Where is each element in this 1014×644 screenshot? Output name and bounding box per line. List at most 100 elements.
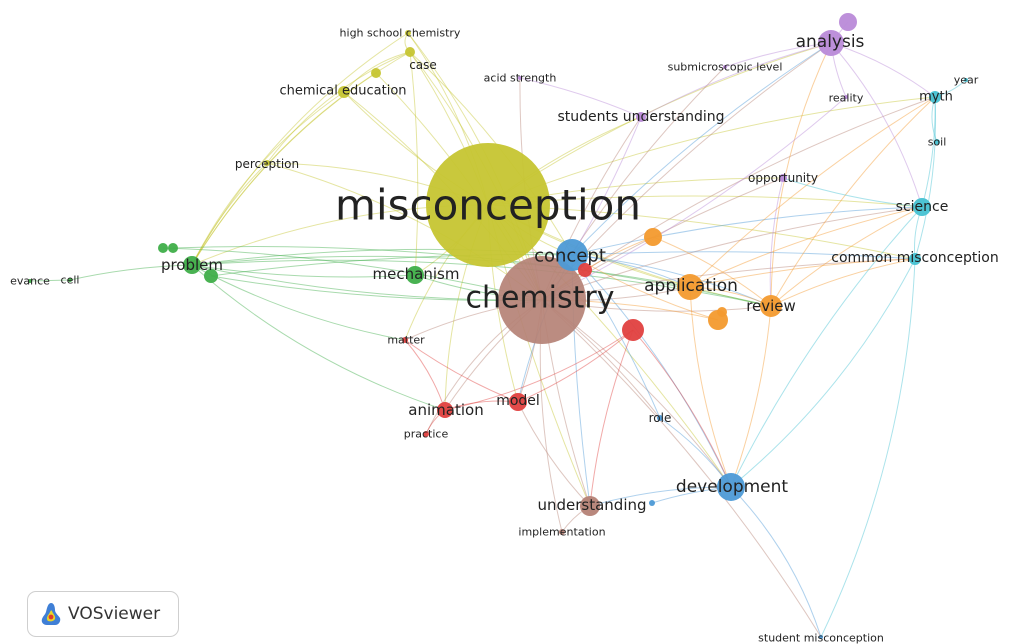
link-unlabeled-green-1-chemistry	[162, 247, 543, 301]
node-unlabeled-purple-1[interactable]	[839, 13, 857, 31]
label-mechanism[interactable]: mechanism	[373, 265, 460, 283]
node-chemical-education[interactable]	[338, 86, 350, 98]
node-high-school-chemistry[interactable]	[405, 30, 411, 36]
node-implementation[interactable]	[559, 529, 565, 535]
link-application-common-misconception	[689, 258, 916, 288]
link-chemistry-myth	[541, 96, 936, 301]
node-cell[interactable]	[68, 278, 72, 282]
link-science-development	[730, 206, 923, 488]
node-perception[interactable]	[264, 160, 270, 166]
label-application[interactable]: application	[644, 276, 738, 296]
node-students-understanding[interactable]	[636, 112, 646, 122]
label-review[interactable]: review	[746, 297, 796, 315]
node-year[interactable]	[964, 78, 968, 82]
node-reality[interactable]	[844, 95, 848, 99]
vosviewer-logo-text: VOSviewer	[68, 604, 161, 624]
link-analysis-students-understanding	[640, 42, 832, 118]
node-application[interactable]	[677, 274, 703, 300]
node-problem[interactable]	[183, 256, 201, 274]
link-myth-science	[921, 96, 936, 208]
link-problem-chemistry	[191, 264, 543, 301]
link-unlabeled-red-1-animation	[444, 329, 634, 411]
node-unlabeled-orange-3[interactable]	[717, 307, 727, 317]
label-perception[interactable]: perception	[235, 157, 299, 171]
node-submicroscopic-level[interactable]	[723, 65, 727, 69]
label-myth[interactable]: myth	[919, 90, 953, 105]
node-chemistry[interactable]	[498, 256, 586, 344]
node-matter[interactable]	[402, 337, 408, 343]
label-problem[interactable]: problem	[161, 256, 223, 274]
node-student-misconception[interactable]	[819, 635, 823, 639]
node-relevance[interactable]	[28, 279, 32, 283]
label-analysis[interactable]: analysis	[796, 32, 865, 52]
label-animation[interactable]: animation	[408, 401, 483, 419]
node-unlabeled-green-1[interactable]	[158, 243, 168, 253]
label-role[interactable]: role	[649, 411, 672, 425]
label-practice[interactable]: practice	[404, 428, 449, 441]
link-review-common-misconception	[770, 258, 916, 307]
node-unlabeled-green-3[interactable]	[204, 269, 218, 283]
link-concept-development	[571, 254, 732, 488]
label-submicroscopic-level[interactable]: submicroscopic level	[668, 61, 783, 74]
link-review-myth	[770, 96, 936, 307]
node-mechanism[interactable]	[406, 266, 424, 284]
link-unlabeled-red-1-model	[517, 329, 634, 403]
label-implementation[interactable]: implementation	[518, 526, 605, 539]
link-problem-animation	[191, 264, 446, 411]
label-matter[interactable]: matter	[387, 334, 425, 347]
node-unlabeled-green-2[interactable]	[168, 243, 178, 253]
node-practice[interactable]	[423, 431, 429, 437]
node-case[interactable]	[405, 47, 415, 57]
label-soil[interactable]: soil	[928, 136, 947, 149]
label-opportunity[interactable]: opportunity	[748, 171, 818, 185]
label-student-misconception[interactable]: student misconception	[758, 632, 884, 644]
label-high-school-chemistry[interactable]: high school chemistry	[340, 27, 461, 40]
node-unlabeled-red-1[interactable]	[622, 319, 644, 341]
label-relevance[interactable]: evance	[10, 275, 50, 288]
label-understanding[interactable]: understanding	[537, 496, 646, 514]
label-acid-strength[interactable]: acid strength	[484, 72, 557, 85]
link-case-chemical-education	[343, 51, 411, 93]
node-review[interactable]	[760, 295, 782, 317]
node-model[interactable]	[509, 393, 527, 411]
label-concept[interactable]: concept	[534, 246, 606, 267]
label-year[interactable]: year	[954, 74, 979, 87]
node-role[interactable]	[657, 415, 663, 421]
node-unlabeled-orange-1[interactable]	[644, 228, 662, 246]
node-analysis[interactable]	[818, 30, 844, 56]
node-unlabeled-blue-1[interactable]	[649, 500, 655, 506]
node-acid-strength[interactable]	[518, 76, 522, 80]
link-analysis-science	[830, 42, 923, 208]
label-reality[interactable]: reality	[829, 92, 864, 105]
label-science[interactable]: science	[896, 199, 949, 215]
label-case[interactable]: case	[409, 58, 437, 72]
node-unlabeled-yellow-1[interactable]	[371, 68, 381, 78]
node-myth[interactable]	[929, 91, 941, 103]
label-chemical-education[interactable]: chemical education	[279, 84, 406, 99]
node-development[interactable]	[717, 473, 745, 501]
node-science[interactable]	[913, 198, 931, 216]
label-cell[interactable]: cell	[61, 274, 80, 287]
label-chemistry[interactable]: chemistry	[465, 281, 614, 316]
link-unlabeled-red-1-understanding	[589, 329, 634, 507]
label-misconception[interactable]: misconception	[335, 181, 641, 230]
link-misconception-myth	[487, 96, 936, 206]
link-concept-analysis	[571, 42, 832, 256]
link-concept-common-misconception	[571, 251, 916, 260]
node-unlabeled-red-2[interactable]	[578, 263, 592, 277]
node-understanding[interactable]	[580, 496, 600, 516]
label-development[interactable]: development	[676, 477, 788, 497]
node-misconception[interactable]	[426, 143, 550, 267]
label-students-understanding[interactable]: students understanding	[557, 109, 724, 125]
node-opportunity[interactable]	[779, 174, 787, 182]
link-concept-review	[571, 254, 772, 307]
link-students-understanding-concept	[571, 116, 642, 256]
node-animation[interactable]	[437, 402, 453, 418]
label-common-misconception[interactable]: common misconception	[831, 250, 998, 266]
node-common-misconception[interactable]	[909, 253, 921, 265]
node-concept[interactable]	[556, 239, 588, 271]
link-application-myth	[689, 96, 936, 288]
node-soil[interactable]	[934, 139, 940, 145]
label-model[interactable]: model	[496, 393, 540, 409]
